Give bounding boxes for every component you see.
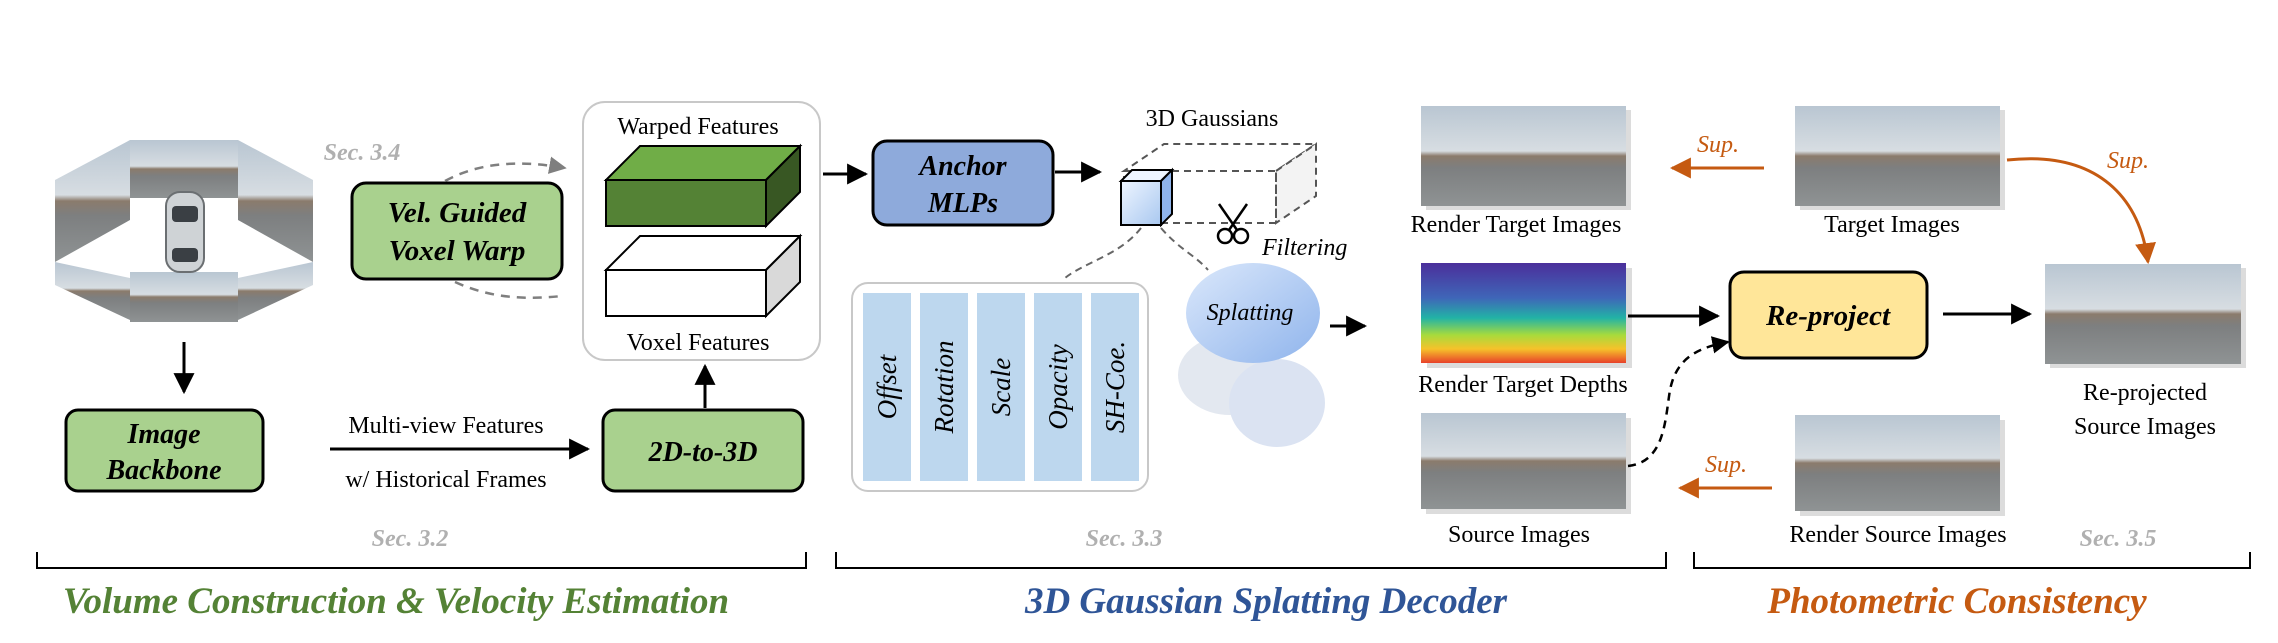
gaussian-attributes-panel: Offset Rotation Scale Opacity SH-Coe. (851, 282, 1149, 492)
sup-label-top: Sup. (1697, 132, 1739, 158)
section-title-volume: Volume Construction & Velocity Estimatio… (63, 581, 729, 622)
sec-3-5-label: Sec. 3.5 (2080, 526, 2157, 552)
gaussians-volume (1120, 142, 1320, 225)
scissors-icon (1216, 203, 1250, 245)
image-backbone-line1: Image (126, 419, 200, 450)
camera-image-front (130, 140, 238, 198)
cube-to-splat-dashed (1160, 227, 1209, 271)
historical-frames-label: w/ Historical Frames (345, 467, 546, 493)
vel-guided-voxel-warp-box: Vel. Guided Voxel Warp (350, 181, 564, 281)
splatting-label: Splatting (1207, 300, 1294, 326)
warped-features-label: Warped Features (617, 114, 778, 140)
attribute-column-sh-coe: SH-Coe. (1091, 293, 1139, 481)
render-source-images (1795, 415, 2005, 516)
camera-image-back (130, 272, 238, 322)
ego-car-icon (165, 191, 205, 273)
splatting-ellipses: Splatting (1178, 263, 1325, 447)
anchor-mlps-box: Anchor MLPs (871, 139, 1055, 227)
attribute-label: Opacity (1043, 344, 1073, 429)
attribute-column-opacity: Opacity (1034, 293, 1082, 481)
attribute-column-offset: Offset (863, 293, 911, 481)
source-images (1421, 413, 1631, 514)
attribute-label: Offset (872, 353, 902, 419)
render-target-depths (1421, 263, 1632, 368)
vel-warp-line2: Voxel Warp (389, 235, 526, 267)
warp-out-dashed-arrow (444, 156, 567, 183)
render-target-depths-label: Render Target Depths (1418, 372, 1627, 398)
reproject-box: Re-project (1728, 270, 1929, 360)
voxel-features-block (603, 233, 803, 319)
attribute-label: SH-Coe. (1100, 341, 1130, 433)
section-title-decoder: 3D Gaussian Splatting Decoder (1024, 581, 1508, 622)
attribute-label: Scale (986, 358, 1016, 416)
reprojected-source-images (2045, 264, 2246, 368)
anchor-line1: Anchor (917, 151, 1007, 182)
sup-label-bottom: Sup. (1705, 452, 1747, 478)
voxel-features-label: Voxel Features (627, 330, 770, 356)
sup-label-curve: Sup. (2107, 148, 2149, 174)
target-images-label: Target Images (1824, 212, 1960, 238)
render-target-images (1421, 106, 1631, 210)
bracket-photometric (1693, 552, 2251, 569)
attribute-column-scale: Scale (977, 293, 1025, 481)
attribute-label: Rotation (929, 341, 959, 435)
camera-image-front-right (238, 140, 313, 262)
reproject-label: Re-project (1765, 300, 1891, 332)
bracket-volume (36, 552, 807, 569)
sup-arrow-curve (2006, 157, 2156, 265)
render-target-images-label: Render Target Images (1411, 212, 1622, 238)
warped-features-block (603, 143, 803, 229)
lift-2d-to-3d-box: 2D-to-3D (601, 408, 805, 493)
cube-to-attributes-dashed (1064, 227, 1142, 279)
anchor-line2: MLPs (927, 188, 998, 219)
gaussians-title: 3D Gaussians (1146, 106, 1279, 132)
sec-3-2-label: Sec. 3.2 (372, 526, 449, 552)
bracket-decoder (835, 552, 1667, 569)
reprojected-line1: Re-projected (2083, 380, 2207, 406)
camera-image-back-right (238, 262, 313, 320)
target-images (1795, 106, 2005, 210)
multiview-features-label: Multi-view Features (348, 413, 543, 439)
lift-label: 2D-to-3D (648, 437, 758, 468)
surround-camera-ring (55, 140, 313, 322)
section-title-photometric: Photometric Consistency (1766, 581, 2147, 622)
source-to-reproject-dashed-arrow (1627, 336, 1730, 468)
vel-warp-line1: Vel. Guided (388, 197, 527, 229)
warp-in-dashed-line (454, 280, 563, 300)
source-images-label: Source Images (1448, 522, 1590, 548)
filtering-label: Filtering (1261, 235, 1347, 261)
attribute-column-rotation: Rotation (920, 293, 968, 481)
image-backbone-box: Image Backbone (64, 408, 265, 493)
sec-3-4-label: Sec. 3.4 (324, 140, 401, 166)
reprojected-line2: Source Images (2074, 414, 2216, 440)
render-source-images-label: Render Source Images (1789, 522, 2006, 548)
camera-image-front-left (55, 140, 130, 262)
voxel-features-panel: Warped Features Voxel Features (582, 101, 821, 361)
gaussian-cube (1118, 167, 1175, 228)
sec-3-3-label: Sec. 3.3 (1086, 526, 1163, 552)
image-backbone-line2: Backbone (105, 455, 221, 486)
camera-image-back-left (55, 262, 130, 320)
